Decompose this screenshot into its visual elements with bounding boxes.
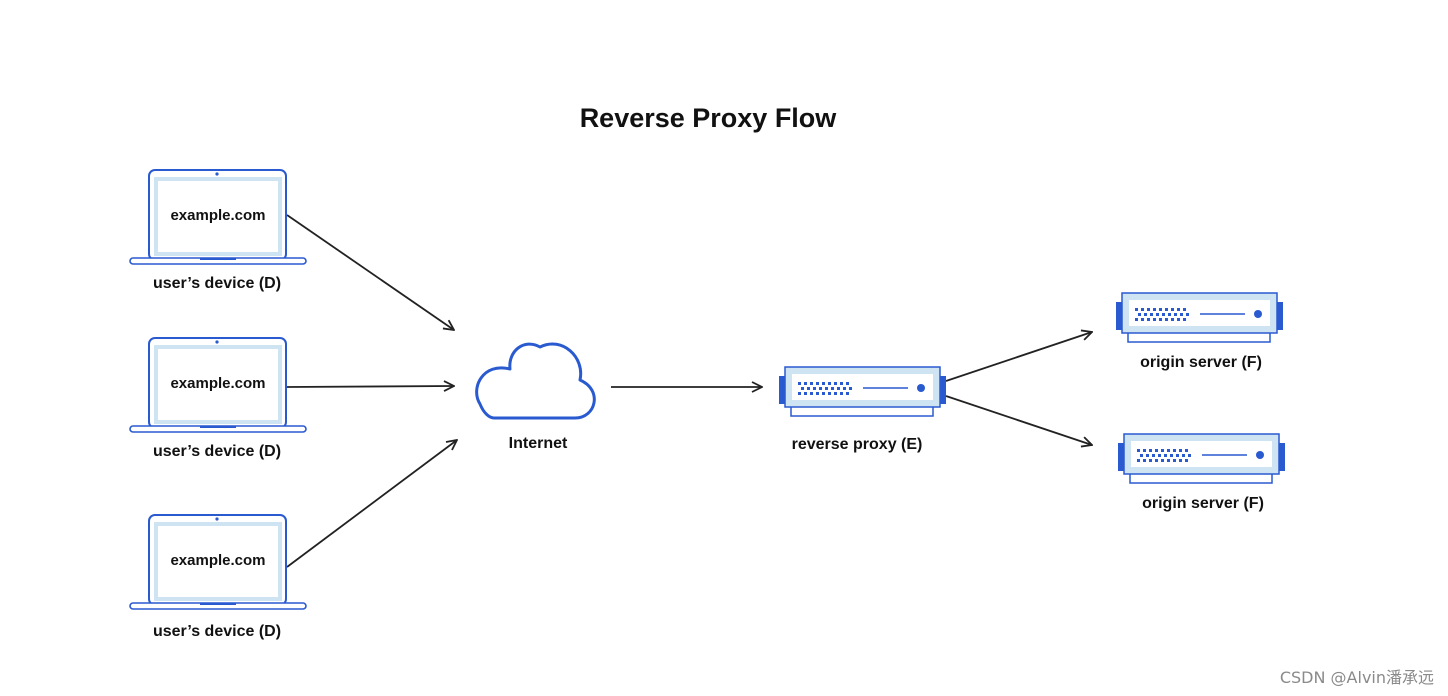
arrow-proxy-to-origin2 [945, 395, 1092, 445]
reverse-proxy-node: reverse proxy (E) [779, 366, 946, 453]
internet-label: Internet [509, 435, 568, 452]
origin-server-node: origin server (F) [1118, 433, 1285, 512]
origin-server-node: origin server (F) [1116, 292, 1283, 371]
watermark: CSDN @Alvin潘承远 [1279, 668, 1434, 687]
server-icon [779, 366, 946, 417]
device-label: user’s device (D) [153, 443, 281, 460]
arrow-device3-to-internet [286, 440, 457, 568]
user-device: example.com user’s device (D) [129, 169, 307, 292]
diagram-title: Reverse Proxy Flow [580, 103, 838, 133]
arrow-device1-to-internet [286, 214, 454, 330]
internet-node: Internet [475, 342, 596, 452]
screen-text: example.com [170, 207, 265, 224]
arrow-device2-to-internet [286, 386, 454, 387]
user-device: example.com user’s device (D) [129, 514, 307, 640]
screen-text: example.com [170, 552, 265, 569]
arrow-proxy-to-origin1 [945, 332, 1092, 382]
origin-label: origin server (F) [1140, 354, 1262, 371]
screen-text: example.com [170, 375, 265, 392]
device-label: user’s device (D) [153, 275, 281, 292]
server-icon [1116, 292, 1283, 343]
proxy-label: reverse proxy (E) [792, 436, 923, 453]
laptop-icon [129, 337, 307, 433]
laptop-icon [129, 514, 307, 610]
device-label: user’s device (D) [153, 623, 281, 640]
connectors [286, 214, 1092, 568]
cloud-icon [475, 342, 596, 420]
user-device: example.com user’s device (D) [129, 337, 307, 460]
laptop-icon [129, 169, 307, 265]
server-icon [1118, 433, 1285, 484]
origin-label: origin server (F) [1142, 495, 1264, 512]
